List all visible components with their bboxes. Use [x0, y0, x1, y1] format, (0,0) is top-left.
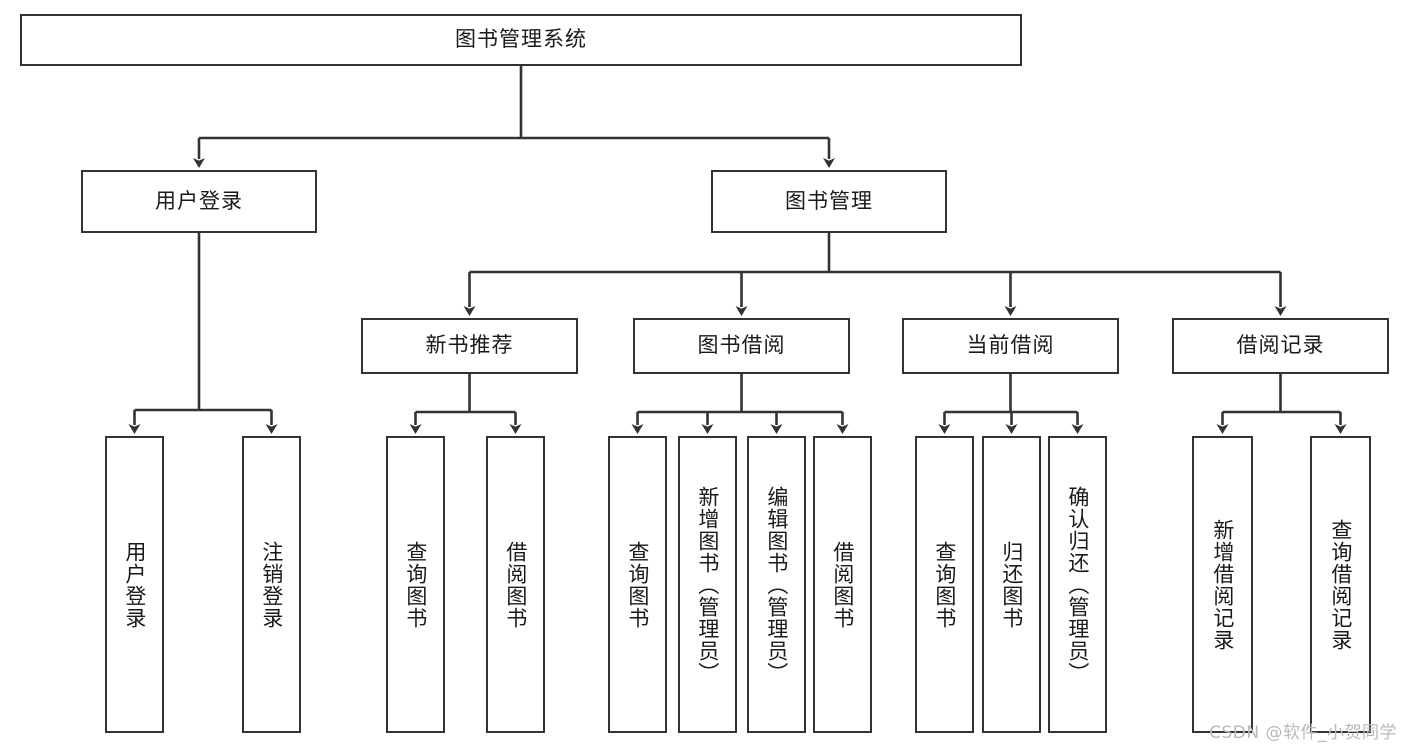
leaf-node-box[interactable]: 借阅图书: [486, 436, 545, 733]
node-label: 用户登录: [155, 188, 243, 213]
leaf-node-box[interactable]: 查询图书: [386, 436, 445, 733]
leaf-node-box[interactable]: 新增图书（管理员）: [678, 436, 737, 733]
node-label: 借阅图书: [830, 540, 855, 629]
leaf-node-box[interactable]: 注销登录: [242, 436, 301, 733]
leaf-node-box[interactable]: 归还图书: [982, 436, 1041, 733]
leaf-node-box[interactable]: 查询图书: [915, 436, 974, 733]
node-label: 用户登录: [122, 540, 147, 629]
node-label: 查询图书: [932, 540, 957, 629]
node-label: 图书借阅: [697, 333, 786, 358]
node-label: 归还图书: [999, 540, 1024, 629]
branch-node-box[interactable]: 图书管理: [711, 170, 947, 233]
node-label: 新增借阅记录: [1210, 518, 1235, 651]
leaf-node-box[interactable]: 确认归还（管理员）: [1048, 436, 1107, 733]
node-label: 当前借阅: [966, 333, 1055, 358]
leaf-node-box[interactable]: 借阅图书: [813, 436, 872, 733]
branch-node-box[interactable]: 借阅记录: [1172, 318, 1389, 374]
branch-node-box[interactable]: 用户登录: [81, 170, 317, 233]
node-label: 查询借阅记录: [1328, 518, 1353, 651]
node-label: 编辑图书（管理员）: [764, 485, 789, 684]
root-node-box[interactable]: 图书管理系统: [20, 14, 1022, 66]
branch-node-box[interactable]: 新书推荐: [361, 318, 578, 374]
branch-node-box[interactable]: 图书借阅: [633, 318, 850, 374]
node-label: 新增图书（管理员）: [695, 485, 720, 684]
node-label: 查询图书: [625, 540, 650, 629]
leaf-node-box[interactable]: 编辑图书（管理员）: [747, 436, 806, 733]
leaf-node-box[interactable]: 新增借阅记录: [1192, 436, 1253, 733]
leaf-node-box[interactable]: 用户登录: [105, 436, 164, 733]
node-label: 借阅记录: [1236, 333, 1325, 358]
node-label: 图书管理: [785, 188, 873, 213]
branch-node-box[interactable]: 当前借阅: [902, 318, 1119, 374]
node-label: 新书推荐: [425, 333, 514, 358]
node-label: 借阅图书: [503, 540, 528, 629]
node-label: 查询图书: [403, 540, 428, 629]
node-label: 图书管理系统: [455, 27, 587, 52]
leaf-node-box[interactable]: 查询图书: [608, 436, 667, 733]
leaf-node-box[interactable]: 查询借阅记录: [1310, 436, 1371, 733]
node-label: 注销登录: [259, 540, 284, 629]
watermark-label: CSDN @软件_小贺同学: [1209, 723, 1397, 743]
node-label: 确认归还（管理员）: [1065, 485, 1090, 684]
